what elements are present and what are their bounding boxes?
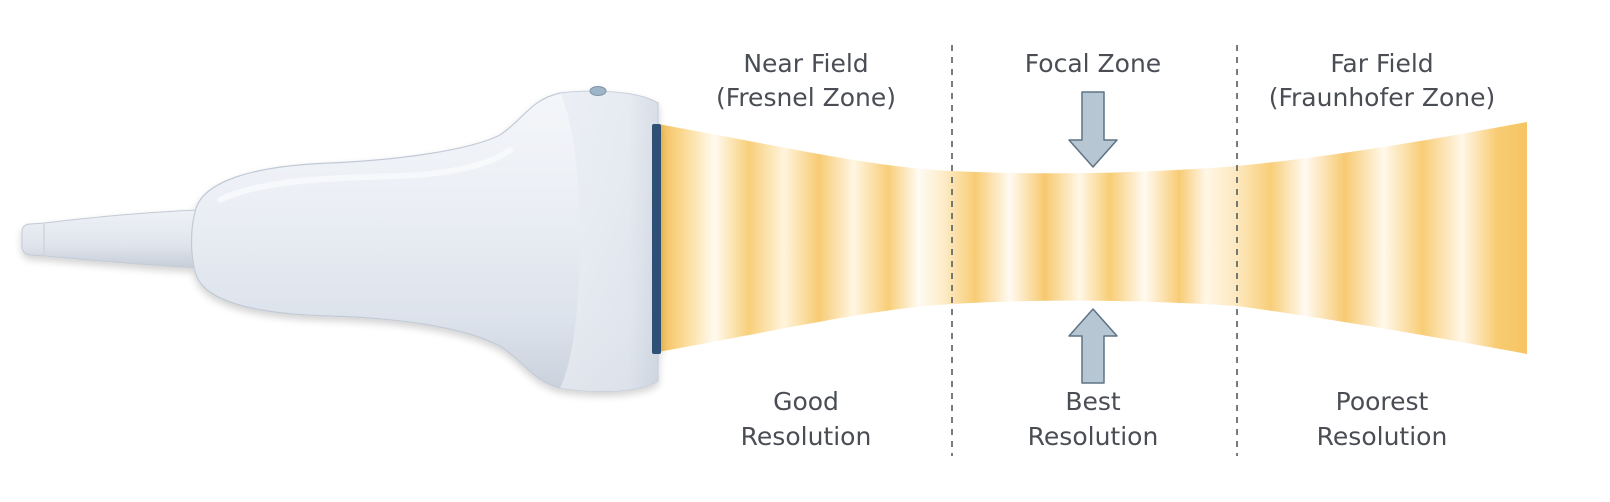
arrow-down-icon [1068, 91, 1118, 168]
probe-orientation-marker [589, 86, 607, 96]
far-field-resolution-line2: Resolution [1317, 422, 1448, 451]
far-field-resolution-line1: Poorest [1336, 387, 1429, 416]
ultrasound-beam [658, 122, 1527, 354]
far-field-subtitle: (Fraunhofer Zone) [1269, 83, 1496, 112]
probe-cable [21, 209, 201, 269]
near-field-resolution-line1: Good [773, 387, 839, 416]
far-field-title: Far Field [1330, 49, 1433, 78]
focal-zone-title: Focal Zone [1025, 49, 1161, 78]
near-field-resolution-line2: Resolution [741, 422, 872, 451]
focal-zone-resolution-line1: Best [1065, 387, 1121, 416]
near-field-subtitle: (Fresnel Zone) [716, 83, 896, 112]
ultrasound-probe-icon [21, 86, 661, 392]
near-field-title: Near Field [743, 49, 868, 78]
zone-far-field: Far Field (Fraunhofer Zone) Poorest Reso… [1269, 49, 1496, 451]
transducer-face [652, 124, 661, 354]
zone-focal-zone: Focal Zone Best Resolution [1025, 49, 1161, 451]
arrow-up-icon [1068, 308, 1118, 384]
probe-head [560, 91, 658, 392]
zone-near-field: Near Field (Fresnel Zone) Good Resolutio… [716, 49, 896, 451]
focal-zone-resolution-line2: Resolution [1028, 422, 1159, 451]
